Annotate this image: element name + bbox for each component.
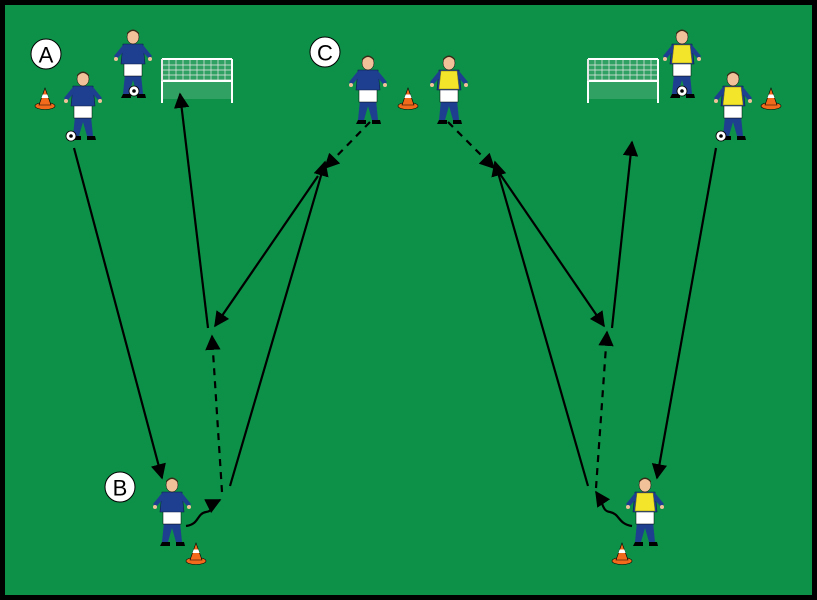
run-arrow [447,121,496,170]
marker-b-label: B [113,476,128,501]
pass-arrow [228,160,329,487]
dribble-arrow [595,490,633,528]
marker-c-label: C [317,41,333,66]
ball-icon [128,85,140,97]
shot-arrow [174,92,210,329]
run-arrow [205,334,224,493]
marker-c: C [309,36,341,68]
pass-arrow [491,160,590,487]
pass-arrow [72,147,166,480]
ball-icon [715,130,727,142]
ball-icon [676,85,688,97]
dribble-arrow [185,499,222,528]
pass-arrow [214,175,319,328]
pass-arrow [499,173,605,328]
goal-icon [587,58,659,104]
ball-icon [65,130,77,142]
shot-arrow [610,140,639,329]
marker-b: B [104,471,136,503]
marker-a: A [30,38,62,70]
run-arrow [323,121,371,170]
goal-icon [161,58,233,104]
run-arrow [594,330,614,489]
marker-a-label: A [39,43,54,68]
pass-arrow [651,147,718,480]
